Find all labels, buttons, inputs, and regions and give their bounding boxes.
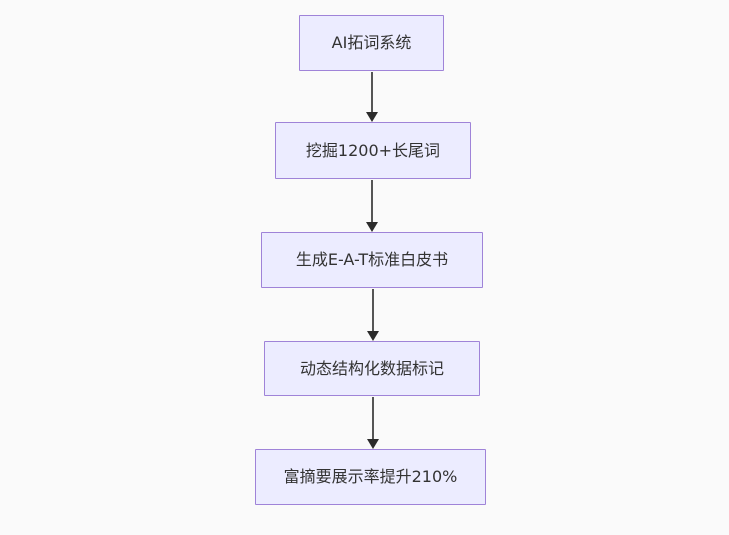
arrow-1-to-2 [365, 72, 378, 122]
node-longtail-keyword-mining: 挖掘1200+长尾词 [275, 122, 471, 179]
arrow-4-to-5 [366, 397, 379, 449]
arrow-line [370, 72, 373, 112]
node-rich-snippet-uplift: 富摘要展示率提升210% [255, 449, 486, 505]
node-structured-data-markup: 动态结构化数据标记 [264, 341, 480, 396]
node-label: 生成E-A-T标准白皮书 [295, 250, 449, 270]
node-eat-whitepaper: 生成E-A-T标准白皮书 [261, 232, 483, 288]
arrow-2-to-3 [365, 180, 378, 232]
arrow-line [370, 180, 373, 222]
arrowhead-icon [366, 331, 379, 341]
node-label: AI拓词系统 [331, 33, 412, 53]
node-label: 富摘要展示率提升210% [283, 467, 458, 487]
arrow-line [371, 289, 374, 331]
arrow-3-to-4 [366, 289, 379, 341]
arrowhead-icon [365, 222, 378, 232]
arrowhead-icon [366, 439, 379, 449]
node-ai-keyword-system: AI拓词系统 [299, 15, 444, 71]
node-label: 挖掘1200+长尾词 [305, 140, 441, 160]
node-label: 动态结构化数据标记 [299, 358, 444, 378]
arrowhead-icon [365, 112, 378, 122]
arrow-line [371, 397, 374, 439]
